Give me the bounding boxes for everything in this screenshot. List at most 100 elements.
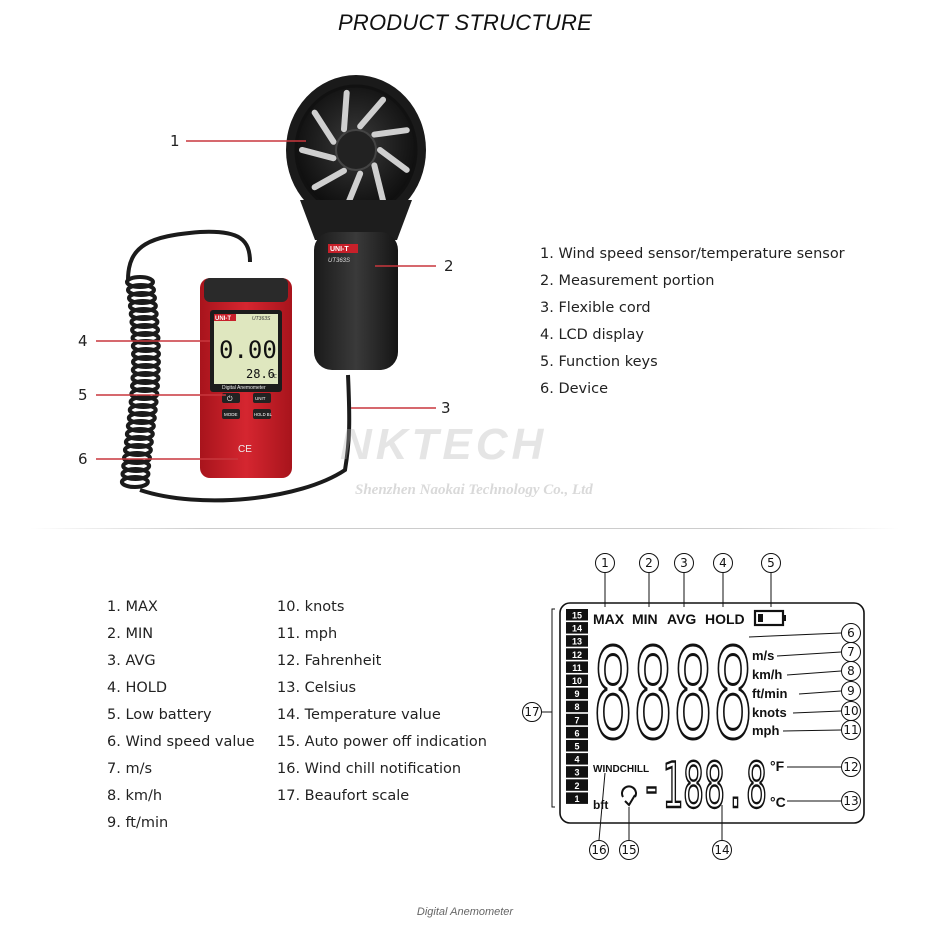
beaufort-level: 9 — [574, 689, 579, 699]
lcd-main-digits: 8888 — [593, 623, 753, 767]
beaufort-cell — [566, 753, 588, 765]
list-item: 4. HOLD — [107, 680, 168, 696]
list-item: 3. Flexible cord — [540, 300, 651, 316]
beaufort-level: 8 — [574, 702, 579, 712]
fan-blade — [371, 162, 386, 204]
fan-blade — [311, 167, 347, 191]
lcd-callout-number: 3 — [680, 556, 688, 570]
lcd-callout-number: 13 — [843, 794, 858, 808]
device-reading-sub: 28.6 — [246, 367, 275, 381]
lcd-min: MIN — [632, 611, 658, 627]
lcd-unit-c: °C — [770, 794, 786, 810]
beaufort-level: 2 — [574, 781, 579, 791]
list-item: 15. Auto power off indication — [277, 734, 487, 750]
beaufort-cell — [566, 622, 588, 634]
beaufort-cell — [566, 792, 588, 804]
beaufort-level: 10 — [572, 676, 582, 686]
beaufort-bracket — [551, 608, 555, 808]
list-item: 4. LCD display — [540, 327, 644, 343]
callout-circle — [589, 840, 609, 860]
lcd-callout-number: 9 — [847, 684, 855, 698]
callout-circle — [713, 553, 733, 573]
probe-head — [286, 75, 426, 240]
unit-button[interactable] — [253, 393, 271, 403]
callout-line — [798, 690, 842, 695]
list-item: 11. mph — [277, 626, 338, 642]
callout-circle — [522, 702, 542, 722]
auto-power-off-icon — [621, 785, 637, 807]
beaufort-cell — [566, 779, 588, 791]
callout-line — [782, 729, 842, 732]
lcd-callout-number: 1 — [601, 556, 609, 570]
lcd-avg: AVG — [667, 611, 696, 627]
list-item: 3. AVG — [107, 653, 156, 669]
beaufort-level: 14 — [572, 624, 582, 634]
list-item: 5. Function keys — [540, 354, 658, 370]
beaufort-cell — [566, 740, 588, 752]
callout-leaders — [96, 140, 436, 460]
lcd-callout-number: 15 — [621, 843, 636, 857]
device-model: UT363S — [252, 316, 271, 322]
device-label: Digital Anemometer — [222, 385, 266, 391]
probe-model: UT363S — [328, 258, 350, 264]
beaufort-level: 11 — [572, 663, 582, 673]
lcd-callout-number: 14 — [714, 843, 729, 857]
hold-button-label: HOLD BL — [254, 412, 273, 417]
beaufort-cell — [566, 661, 588, 673]
mode-button-label: MODE — [224, 412, 238, 417]
lcd-callout-number: 4 — [719, 556, 727, 570]
mode-button[interactable] — [222, 409, 240, 419]
callout-2: 2 — [444, 257, 454, 275]
handheld-device: UNI-T UT363S 0.00 28.6 °C Digital Anemom… — [200, 278, 292, 478]
lcd-unit-kmh: km/h — [752, 667, 782, 682]
beaufort-level: 7 — [574, 715, 579, 725]
callout-circle — [761, 553, 781, 573]
cord-coil — [119, 475, 150, 489]
fan-blade — [377, 147, 410, 173]
probe-brand: UNI-T — [330, 246, 349, 253]
lcd-callout-number: 2 — [645, 556, 653, 570]
callout-circle — [841, 661, 861, 681]
device-unit-small: °C — [271, 374, 278, 380]
beaufort-cell — [566, 648, 588, 660]
unit-button-label: UNIT — [255, 396, 266, 401]
list-item: 14. Temperature value — [277, 707, 441, 723]
beaufort-cell — [566, 766, 588, 778]
beaufort-cell — [566, 635, 588, 647]
callout-3: 3 — [441, 399, 451, 417]
lcd-frame — [559, 602, 865, 824]
callout-line — [786, 670, 842, 676]
callout-circle — [841, 791, 861, 811]
callout-circle — [841, 757, 861, 777]
fan-blade — [311, 109, 337, 145]
beaufort-level: 4 — [574, 755, 579, 765]
lcd-bft: bft — [593, 798, 608, 812]
list-item: 10. knots — [277, 599, 345, 615]
beaufort-level: 15 — [572, 611, 582, 621]
lcd-max: MAX — [593, 611, 625, 627]
list-item: 2. MIN — [107, 626, 154, 642]
callout-circle — [841, 720, 861, 740]
lcd-callout-number: 17 — [524, 705, 539, 719]
callout-circle — [674, 553, 694, 573]
power-button[interactable] — [222, 393, 240, 403]
lcd-unit-knots: knots — [752, 705, 787, 720]
hold-button[interactable] — [253, 409, 271, 419]
callout-6: 6 — [78, 450, 88, 468]
beaufort-cell — [566, 726, 588, 739]
figure-caption: Digital Anemometer — [416, 906, 514, 918]
callout-circle — [619, 840, 639, 860]
callout-circle — [595, 553, 615, 573]
callout-circle — [639, 553, 659, 573]
list-item: 16. Wind chill notification — [277, 761, 462, 777]
beaufort-level: 13 — [572, 637, 582, 647]
list-item: 1. Wind speed sensor/temperature sensor — [540, 246, 845, 262]
lcd-callout-number: 5 — [767, 556, 775, 570]
fan-blade — [357, 96, 387, 130]
watermark-brand: NKTECH — [340, 420, 548, 469]
watermark-company: Shenzhen Naokai Technology Co., Ltd — [355, 482, 593, 498]
list-item: 6. Wind speed value — [107, 734, 255, 750]
beaufort-level: 6 — [574, 728, 579, 738]
